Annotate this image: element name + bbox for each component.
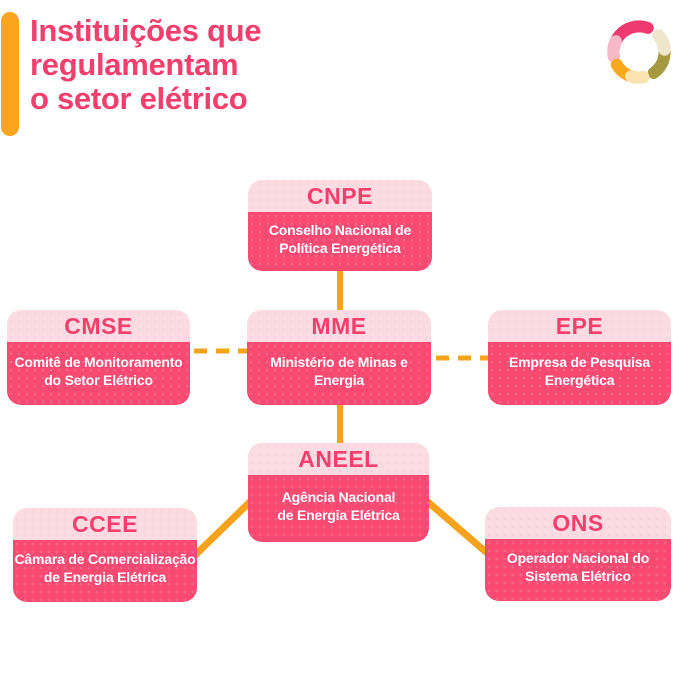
page-title-line-3: o setor elétrico xyxy=(30,81,248,116)
page-title: Instituições que regulamentam o setor el… xyxy=(30,14,261,116)
org-node-ccee-name-line-2: de Energia Elétrica xyxy=(43,569,167,585)
org-node-aneel-header: ANEEL xyxy=(248,443,429,475)
org-node-ccee: CCEE Câmara de Comercialização de Energi… xyxy=(13,508,197,602)
brand-swirl-logo-icon xyxy=(599,12,679,92)
org-node-mme: MME Ministério de Minas e Energia xyxy=(247,310,431,405)
org-node-mme-name-line-1: Ministério de Minas e xyxy=(270,353,408,370)
org-node-mme-acronym: MME xyxy=(311,312,367,339)
org-node-ons-name-line-1: Operador Nacional do xyxy=(506,550,650,566)
org-node-mme-header: MME xyxy=(247,310,431,342)
page-title-line-1: Instituições que xyxy=(30,13,262,48)
org-node-cmse-fullname: Comitê de Monitoramento do Setor Elétric… xyxy=(7,342,190,405)
org-node-cnpe-fullname: Conselho Nacional de Política Energética xyxy=(248,212,432,271)
org-node-cnpe-header: CNPE xyxy=(248,180,432,212)
org-node-cnpe-name-line-1: Conselho Nacional de xyxy=(268,221,412,238)
org-node-ccee-header: CCEE xyxy=(13,508,197,540)
title-accent-bar xyxy=(1,12,19,136)
org-node-aneel-fullname: Agência Nacional de Energia Elétrica xyxy=(248,475,429,542)
org-node-cmse: CMSE Comitê de Monitoramento do Setor El… xyxy=(7,310,190,405)
org-node-mme-fullname: Ministério de Minas e Energia xyxy=(247,342,431,405)
org-node-aneel-name-line-1: Agência Nacional xyxy=(281,488,396,505)
org-node-ons-name-line-2: Sistema Elétrico xyxy=(525,568,631,584)
org-node-cmse-name-line-2: do Setor Elétrico xyxy=(44,371,153,388)
org-node-cnpe-name-line-2: Política Energética xyxy=(279,239,401,256)
org-node-aneel-name-line-2: de Energia Elétrica xyxy=(277,506,400,523)
org-node-ons: ONS Operador Nacional do Sistema Elétric… xyxy=(485,507,671,601)
org-node-ons-acronym: ONS xyxy=(552,509,604,536)
org-node-ccee-acronym: CCEE xyxy=(72,510,138,537)
org-node-epe: EPE Empresa de Pesquisa Energética xyxy=(488,310,671,405)
page-title-line-2: regulamentam xyxy=(30,47,239,82)
org-node-cnpe-acronym: CNPE xyxy=(307,182,373,209)
org-node-epe-name-line-1: Empresa de Pesquisa xyxy=(509,353,650,370)
logo-petal-cream xyxy=(652,29,671,56)
org-node-aneel-acronym: ANEEL xyxy=(298,445,379,472)
org-node-ccee-fullname: Câmara de Comercialização de Energia Elé… xyxy=(13,540,197,602)
logo-petal-pink-light xyxy=(607,35,622,63)
org-node-epe-acronym: EPE xyxy=(555,312,604,339)
logo-petal-orange-light xyxy=(625,70,650,84)
logo-svg xyxy=(607,20,671,84)
org-node-cmse-name-line-1: Comitê de Monitoramento xyxy=(14,353,183,370)
org-node-cmse-header: CMSE xyxy=(7,310,190,342)
org-node-cmse-acronym: CMSE xyxy=(64,312,133,339)
org-node-ccee-name-line-1: Câmara de Comercialização xyxy=(14,551,196,567)
org-node-epe-header: EPE xyxy=(488,310,671,342)
org-node-cnpe: CNPE Conselho Nacional de Política Energ… xyxy=(248,180,432,271)
org-node-epe-name-line-2: Energética xyxy=(544,371,615,388)
org-node-aneel: ANEEL Agência Nacional de Energia Elétri… xyxy=(248,443,429,542)
org-node-mme-name-line-2: Energia xyxy=(314,371,364,388)
org-node-ons-fullname: Operador Nacional do Sistema Elétrico xyxy=(485,539,671,601)
org-node-ons-header: ONS xyxy=(485,507,671,539)
connector-aneel-ccee xyxy=(182,492,260,568)
org-node-epe-fullname: Empresa de Pesquisa Energética xyxy=(488,342,671,405)
connector-aneel-ons xyxy=(417,492,498,563)
